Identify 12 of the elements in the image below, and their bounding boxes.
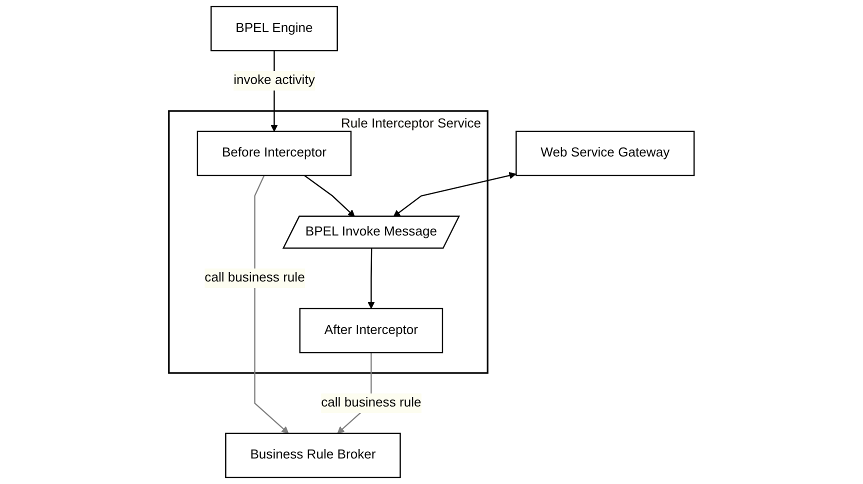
arrow bbox=[368, 248, 375, 309]
node-box: BPEL Engine bbox=[210, 6, 338, 52]
arrow bbox=[254, 175, 289, 434]
edge-label: call business rule bbox=[204, 270, 305, 285]
node-box: Web Service Gateway bbox=[516, 130, 695, 176]
node-box: After Interceptor bbox=[299, 308, 444, 354]
arrow bbox=[393, 172, 516, 218]
edge-label: call business rule bbox=[321, 396, 422, 410]
node-box: Business Rule Broker bbox=[225, 432, 401, 478]
edge-label: invoke activity bbox=[234, 73, 315, 88]
node-box: Before Interceptor bbox=[196, 130, 352, 176]
arrow bbox=[304, 174, 355, 218]
